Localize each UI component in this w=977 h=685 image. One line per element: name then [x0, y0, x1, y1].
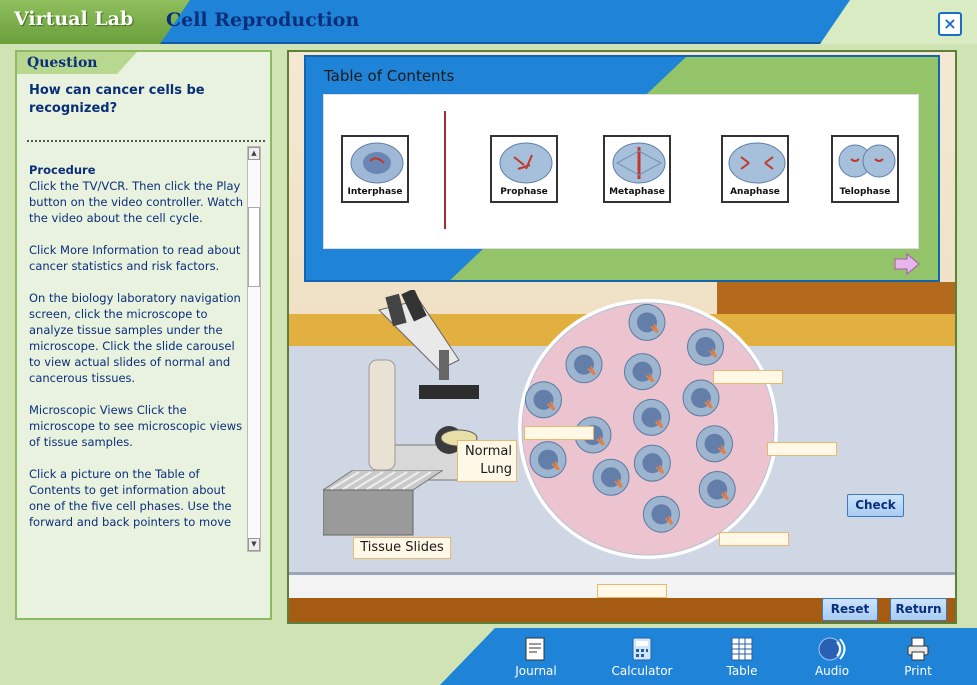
phase-label: Interphase: [347, 187, 403, 197]
tissue-cell: [529, 441, 567, 479]
calculator-label: Calculator: [611, 664, 673, 678]
procedure-heading: Procedure: [29, 163, 96, 177]
scroll-up-button[interactable]: ▲: [248, 147, 260, 160]
tissue-cell: [565, 346, 603, 384]
tissue-cell: [628, 303, 666, 341]
tissue-cell: [682, 379, 720, 417]
calculator-icon: [632, 637, 652, 661]
audio-icon: [818, 637, 846, 661]
tissue-cell: [624, 353, 661, 391]
journal-label: Journal: [515, 664, 557, 678]
table-icon: [731, 637, 753, 661]
sample-label: Normal Lung: [457, 440, 517, 482]
answer-box[interactable]: [524, 426, 594, 440]
phase-prophase[interactable]: Prophase: [490, 135, 558, 203]
procedure-scrollbar[interactable]: ▲ ▼: [247, 146, 261, 552]
procedure-step: Microscopic Views Click the microscope t…: [29, 403, 243, 449]
phase-metaphase[interactable]: Metaphase: [603, 135, 671, 203]
tissue-cell: [592, 458, 630, 496]
toc-divider: [444, 111, 446, 229]
answer-box[interactable]: [713, 370, 783, 384]
tissue-cell: [687, 328, 724, 366]
answer-box[interactable]: [597, 584, 667, 598]
scroll-thumb[interactable]: [248, 207, 260, 287]
dotted-divider: [27, 140, 265, 142]
phase-label: Telophase: [839, 187, 891, 197]
check-button[interactable]: Check: [847, 494, 904, 517]
calculator-tool[interactable]: Calculator: [602, 636, 682, 678]
lab-area: Normal Lung Tissue Slides Check Reset Re…: [287, 50, 957, 624]
question-tab: [17, 52, 137, 74]
procedure-step: Click More Information to read about can…: [29, 243, 241, 273]
journal-icon: [525, 637, 545, 661]
tissue-cell: [633, 398, 670, 436]
tissue-cell: [633, 444, 671, 482]
audio-tool[interactable]: Audio: [792, 636, 872, 678]
phase-label: Anaphase: [730, 187, 780, 197]
sample-label-line2: Lung: [480, 462, 512, 477]
procedure-step: Click a picture on the Table of Contents…: [29, 467, 232, 529]
print-tool[interactable]: Print: [878, 636, 958, 678]
brand-title: Virtual Lab: [14, 8, 134, 30]
app-title: Cell Reproduction: [166, 9, 360, 31]
tissue-cell: [696, 425, 733, 463]
tissue-slides-label[interactable]: Tissue Slides: [353, 537, 451, 559]
answer-box[interactable]: [767, 442, 837, 456]
phase-interphase[interactable]: Interphase: [341, 135, 409, 203]
answer-box[interactable]: [719, 532, 789, 546]
header-bar: Virtual Lab Cell Reproduction ×: [0, 0, 977, 44]
table-label: Table: [726, 664, 758, 678]
toolbar-area: Journal Calculator Table Audio Print: [0, 628, 977, 685]
phase-telophase[interactable]: Telophase: [831, 135, 899, 203]
reset-button[interactable]: Reset: [822, 598, 878, 621]
procedure-step: On the biology laboratory navigation scr…: [29, 291, 241, 385]
phase-label: Prophase: [500, 187, 548, 197]
return-button[interactable]: Return: [890, 598, 947, 621]
microscope-view: [518, 299, 778, 559]
table-of-contents: Table of Contents Interphase Prophase Me…: [304, 55, 940, 282]
audio-label: Audio: [814, 664, 850, 678]
scroll-down-button[interactable]: ▼: [248, 538, 260, 551]
question-text: How can cancer cells be recognized?: [29, 83, 205, 116]
table-tool[interactable]: Table: [702, 636, 782, 678]
next-arrow-icon[interactable]: [894, 253, 920, 275]
toolbar: Journal Calculator Table Audio Print: [440, 628, 977, 685]
close-button[interactable]: ×: [938, 12, 962, 36]
sample-label-line1: Normal: [464, 444, 512, 459]
tissue-cell: [525, 381, 562, 419]
phase-anaphase[interactable]: Anaphase: [721, 135, 789, 203]
tissue-cell: [698, 471, 736, 509]
phase-label: Metaphase: [609, 187, 665, 197]
slide-tray[interactable]: [323, 470, 443, 540]
print-label: Print: [904, 664, 932, 678]
tissue-cell: [642, 495, 680, 533]
toc-card: Interphase Prophase Metaphase Anaphase T…: [323, 94, 919, 249]
printer-icon: [907, 637, 929, 661]
toc-title: Table of Contents: [324, 67, 455, 85]
procedure-step: Click the TV/VCR. Then click the Play bu…: [29, 179, 244, 225]
question-panel: Question How can cancer cells be recogni…: [15, 50, 272, 620]
journal-tool[interactable]: Journal: [496, 636, 576, 678]
question-label: Question: [27, 55, 98, 71]
header-brand-band: [0, 0, 190, 44]
